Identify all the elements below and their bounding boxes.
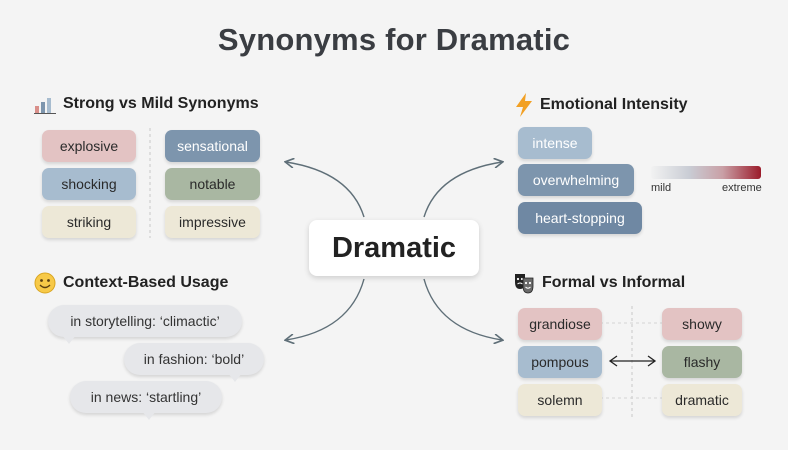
- informal-synonym: flashy: [662, 346, 742, 378]
- formal-synonym: grandiose: [518, 308, 602, 340]
- mild-synonym: notable: [165, 168, 260, 200]
- scale-low-label: mild: [651, 182, 672, 194]
- bar-chart-icon: [34, 98, 56, 114]
- lightning-icon: [516, 93, 532, 117]
- smiley-icon: [34, 272, 56, 294]
- strong-synonym: explosive: [42, 130, 136, 162]
- context-usage-heading: Context-Based Usage: [34, 272, 228, 294]
- double-arrow-icon: [608, 355, 657, 367]
- strong-synonym: striking: [42, 206, 136, 238]
- intensity-item: heart-stopping: [518, 202, 642, 234]
- intensity-item: overwhelming: [518, 164, 634, 196]
- arrow-to-strong-mild: [286, 162, 365, 218]
- intensity-scale-bar: [651, 166, 761, 179]
- context-bubble: in storytelling: ‘climactic’: [48, 305, 242, 344]
- emotional-intensity-heading: Emotional Intensity: [515, 93, 688, 117]
- informal-synonym: dramatic: [662, 384, 742, 416]
- strong-synonym: shocking: [42, 168, 136, 200]
- arrow-to-emotional: [423, 162, 502, 218]
- formal-informal-heading: Formal vs Informal: [513, 272, 685, 294]
- intensity-item: intense: [518, 127, 592, 159]
- mild-synonym: sensational: [165, 130, 260, 162]
- arrow-to-context: [286, 278, 365, 340]
- context-bubble: in fashion: ‘bold’: [124, 343, 264, 382]
- scale-high-label: extreme: [722, 182, 762, 194]
- formal-synonym: solemn: [518, 384, 602, 416]
- formal-synonym: pompous: [518, 346, 602, 378]
- theater-masks-icon: [515, 274, 534, 294]
- center-word: Dramatic: [309, 220, 479, 276]
- informal-synonym: showy: [662, 308, 742, 340]
- arrow-to-formal: [423, 278, 502, 340]
- context-bubble: in news: ‘startling’: [70, 381, 222, 420]
- mild-synonym: impressive: [165, 206, 260, 238]
- strong-mild-heading: Strong vs Mild Synonyms: [34, 94, 259, 114]
- page-title: Synonyms for Dramatic: [217, 22, 571, 57]
